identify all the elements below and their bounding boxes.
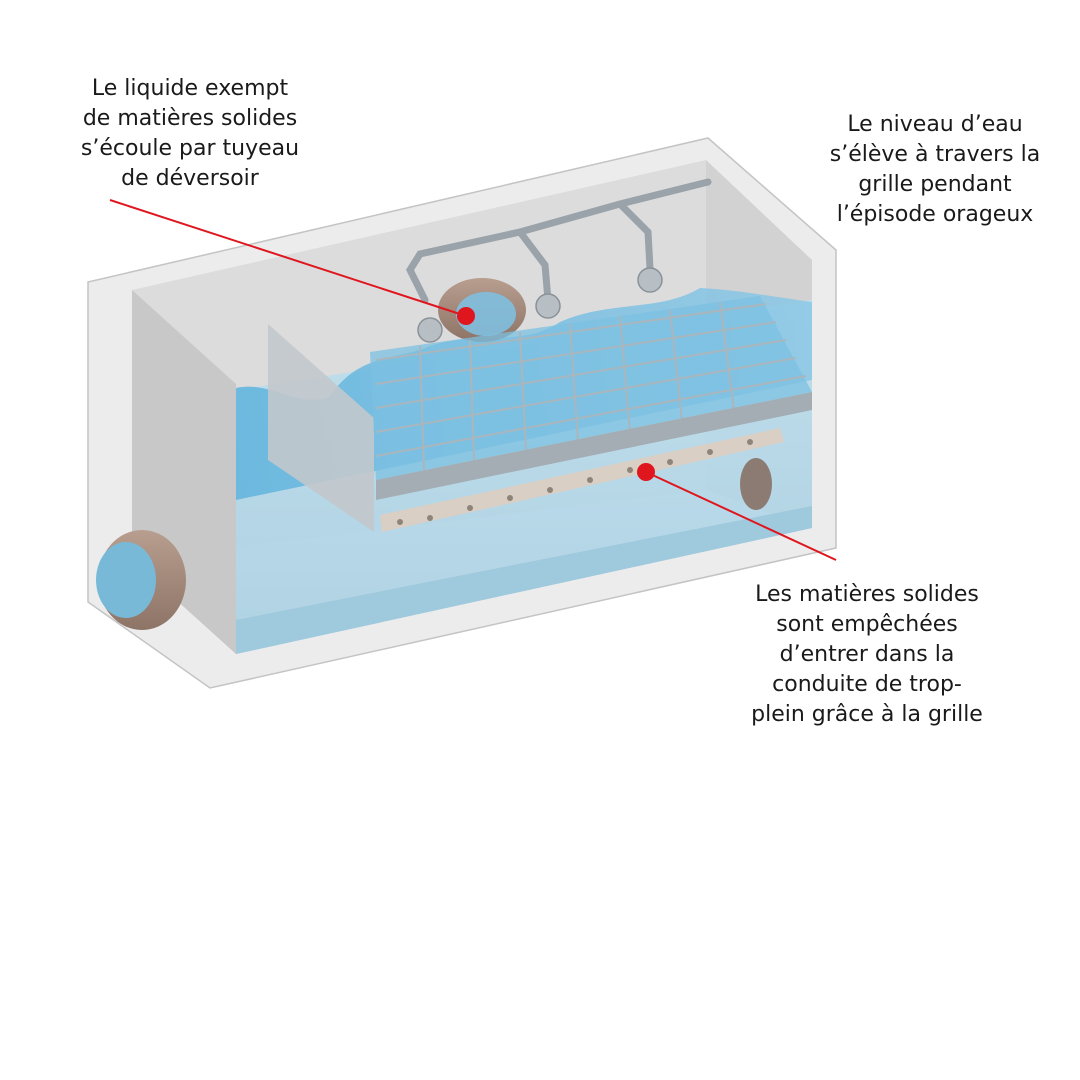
callout-line: d’entrer dans la [779, 642, 955, 667]
callout-water-level: Le niveau d’eau s’élève à travers la gri… [790, 110, 1080, 230]
callout-line: Le niveau d’eau [847, 112, 1023, 137]
callout-line: conduite de trop- [772, 672, 962, 697]
callout-line: Les matières solides [755, 582, 979, 607]
leader-line-solids [645, 471, 837, 561]
callout-line: s’écoule par tuyeau [80, 136, 300, 161]
callout-overflow: Le liquide exempt de matières solides s’… [40, 74, 340, 194]
inlet-pipe [96, 530, 186, 630]
callout-line: Le liquide exempt [91, 76, 289, 101]
spray-nozzles [417, 267, 663, 343]
outlet-opening [740, 458, 772, 510]
callout-line: grille pendant [858, 172, 1012, 197]
callout-line: plein grâce à la grille [751, 702, 983, 727]
callout-line: sont empêchées [776, 612, 958, 637]
baffle-plate [268, 324, 374, 532]
marker-overflow [457, 307, 475, 325]
leader-line-overflow [109, 199, 467, 317]
callout-line: s’élève à travers la [829, 142, 1041, 167]
callout-line: de matières solides [82, 106, 298, 131]
callout-line: l’épisode orageux [836, 202, 1034, 227]
tank-floor [236, 506, 812, 654]
marker-solids [637, 463, 655, 481]
callout-line: de déversoir [121, 166, 259, 191]
callout-solids: Les matières solides sont empêchées d’en… [712, 580, 1022, 730]
debris-layer [380, 428, 784, 532]
spray-bar [405, 178, 712, 304]
grate [370, 296, 812, 500]
